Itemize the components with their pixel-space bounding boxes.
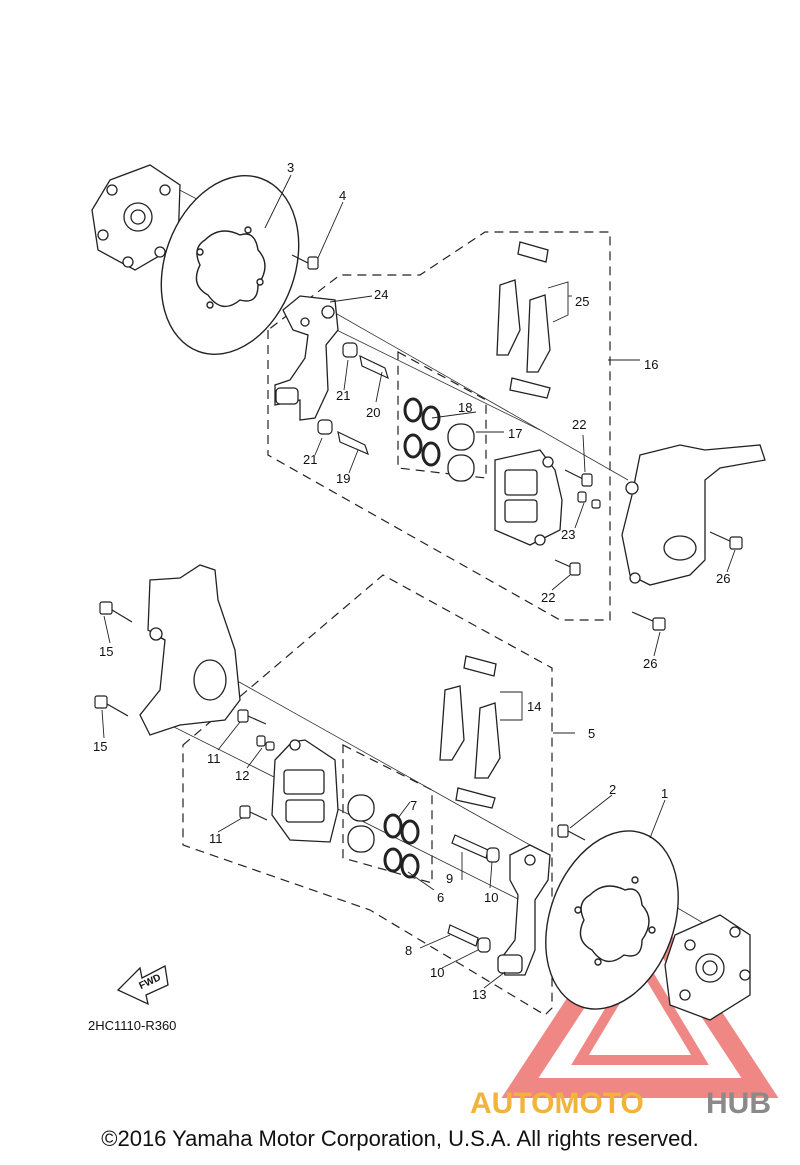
callout-11-lower: 11 bbox=[209, 831, 223, 846]
disc-bolt-2 bbox=[557, 824, 586, 841]
lower-piston-subgroup-boundary bbox=[342, 744, 433, 884]
callout-23: 23 bbox=[561, 527, 575, 542]
upper-brake-disc bbox=[160, 175, 300, 355]
callout-2: 2 bbox=[609, 782, 616, 797]
callout-21-lower: 21 bbox=[303, 452, 317, 467]
callout-10-upper: 10 bbox=[484, 890, 498, 905]
callout-3: 3 bbox=[287, 160, 294, 175]
lower-brake-pads bbox=[439, 655, 501, 809]
upper-piston-subgroup-boundary bbox=[397, 350, 487, 479]
lower-caliper-body bbox=[271, 739, 339, 843]
lower-slide-pins bbox=[447, 834, 500, 953]
callout-12: 12 bbox=[235, 768, 249, 783]
lower-brake-disc bbox=[545, 830, 679, 1010]
watermark-part2: HUB bbox=[706, 1087, 771, 1120]
callout-9: 9 bbox=[446, 871, 453, 886]
diagram-code: 2HC1110-R360 bbox=[88, 1018, 176, 1033]
callout-25: 25 bbox=[575, 294, 589, 309]
lower-caliper-bracket bbox=[497, 844, 551, 976]
upper-axis-line-1 bbox=[329, 309, 629, 481]
callout-10-lower: 10 bbox=[430, 965, 444, 980]
callout-4: 4 bbox=[339, 188, 346, 203]
callout-5: 5 bbox=[588, 726, 595, 741]
lower-wheel-hub bbox=[664, 914, 751, 1021]
upper-caliper-bracket bbox=[274, 295, 339, 421]
callout-15-lower: 15 bbox=[93, 739, 107, 754]
lower-piston-seals bbox=[383, 813, 420, 879]
callout-24: 24 bbox=[374, 287, 388, 302]
callout-7: 7 bbox=[410, 798, 417, 813]
left-steering-knuckle bbox=[139, 564, 241, 736]
upper-caliper-body bbox=[494, 449, 563, 546]
upper-piston-seals bbox=[403, 397, 441, 467]
callout-14: 14 bbox=[527, 699, 541, 714]
callout-20: 20 bbox=[366, 405, 380, 420]
upper-wheel-hub bbox=[91, 164, 181, 271]
upper-axis-line-2 bbox=[299, 311, 541, 431]
callout-17: 17 bbox=[508, 426, 522, 441]
callout-19: 19 bbox=[336, 471, 350, 486]
callout-1: 1 bbox=[661, 786, 668, 801]
left-knuckle-bolts bbox=[94, 601, 133, 717]
knuckle-bolts bbox=[631, 531, 743, 631]
upper-brake-pads bbox=[496, 241, 551, 399]
watermark-part1: AUTOMOTO bbox=[470, 1087, 644, 1120]
lower-caliper-assembly-boundary bbox=[182, 574, 553, 1016]
callout-16: 16 bbox=[644, 357, 658, 372]
callout-22-upper: 22 bbox=[572, 417, 586, 432]
callout-26-lower: 26 bbox=[643, 656, 657, 671]
lower-axis-line-2 bbox=[159, 719, 521, 901]
upper-pistons bbox=[447, 423, 475, 482]
callout-26-upper: 26 bbox=[716, 571, 730, 586]
copyright-notice: ©2016 Yamaha Motor Corporation, U.S.A. A… bbox=[101, 1126, 699, 1151]
disc-bolt-4 bbox=[291, 254, 319, 270]
callout-18: 18 bbox=[458, 400, 472, 415]
callout-11-upper: 11 bbox=[207, 751, 221, 766]
callout-15-upper: 15 bbox=[99, 644, 113, 659]
watermark-text: AUTOMOTO HUB bbox=[470, 1087, 771, 1120]
forward-direction-arrow: FWD bbox=[116, 965, 169, 1006]
callout-8: 8 bbox=[405, 943, 412, 958]
callout-21-upper: 21 bbox=[336, 388, 350, 403]
callout-6: 6 bbox=[437, 890, 444, 905]
callout-labels: 3 4 24 25 16 21 20 18 17 22 21 19 23 26 … bbox=[93, 160, 730, 1002]
upper-slide-pins bbox=[317, 342, 389, 456]
lower-caliper-bolts bbox=[237, 709, 275, 821]
callout-22-lower: 22 bbox=[541, 590, 555, 605]
callout-13: 13 bbox=[472, 987, 486, 1002]
upper-caliper-bolts bbox=[554, 469, 601, 576]
right-steering-knuckle bbox=[621, 444, 766, 586]
lower-pistons bbox=[347, 794, 375, 853]
